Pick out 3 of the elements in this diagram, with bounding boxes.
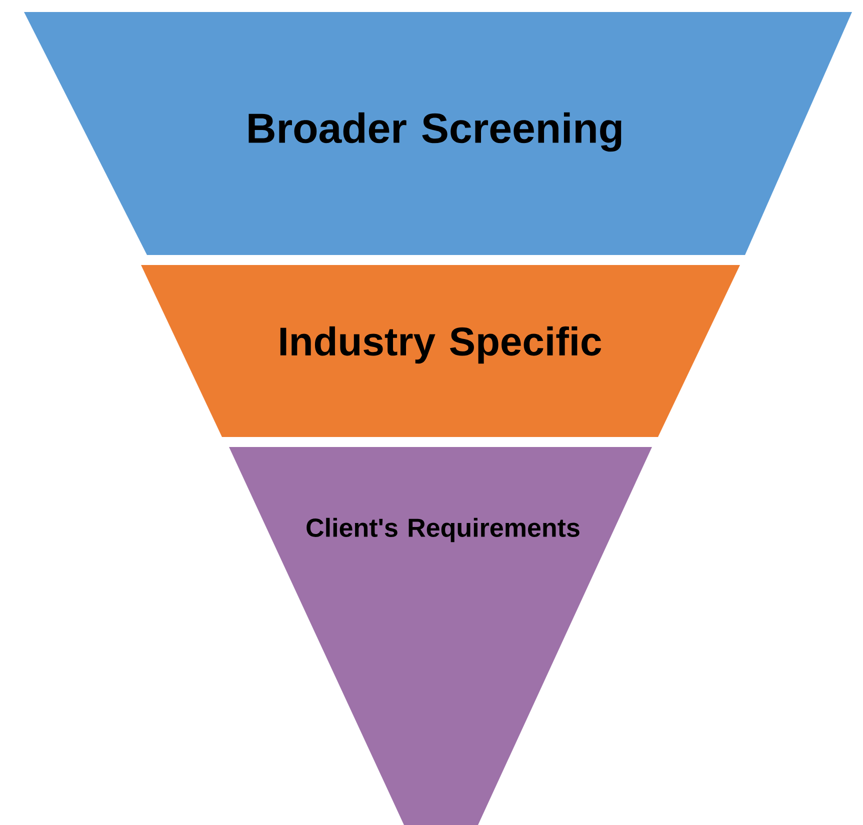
funnel-band: Client's Requirements [229, 447, 652, 825]
funnel-band: Broader Screening [24, 12, 852, 255]
funnel-band: Industry Specific [141, 265, 740, 437]
